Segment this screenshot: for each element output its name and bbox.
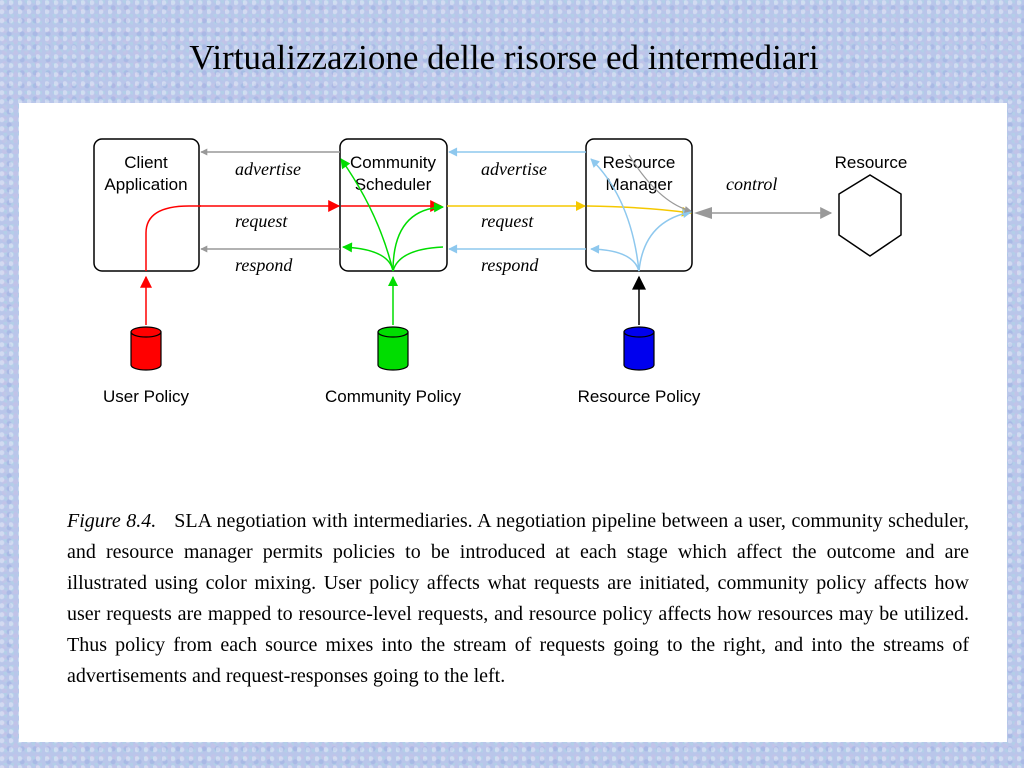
user-policy-cylinder-icon xyxy=(130,326,162,371)
client-label-line2: Application xyxy=(104,175,187,194)
respond-label-right: respond xyxy=(481,255,539,275)
user-policy-label: User Policy xyxy=(103,387,189,406)
user-request-curve xyxy=(145,205,201,271)
blue-to-control xyxy=(638,209,692,272)
blue-to-respond xyxy=(590,244,640,272)
client-label-line1: Client xyxy=(124,153,168,172)
content-panel: Client Application Community Scheduler R… xyxy=(19,103,1007,742)
request-label-left: request xyxy=(235,211,288,231)
control-label: control xyxy=(726,174,777,194)
green-to-advertise xyxy=(340,158,394,272)
resource-policy-label: Resource Policy xyxy=(578,387,701,406)
manager-label-line1: Resource xyxy=(603,153,676,172)
request-label-right: request xyxy=(481,211,534,231)
respond-label-left: respond xyxy=(235,255,293,275)
green-to-respond xyxy=(342,242,394,272)
green-to-respond-right xyxy=(392,246,444,272)
gray-manager-curve xyxy=(628,154,692,213)
community-label-line2: Scheduler xyxy=(355,175,432,194)
advertise-label-left: advertise xyxy=(235,159,301,179)
sla-negotiation-diagram: Client Application Community Scheduler R… xyxy=(93,138,908,406)
slide-title: Virtualizzazione delle risorse ed interm… xyxy=(189,38,819,77)
resource-policy-cylinder-icon xyxy=(623,326,655,371)
figure-number: Figure 8.4. xyxy=(67,510,157,532)
community-policy-cylinder-icon xyxy=(377,326,409,371)
community-label-line1: Community xyxy=(350,153,436,172)
green-to-request xyxy=(392,202,444,272)
figure-caption: Figure 8.4.SLA negotiation with intermed… xyxy=(67,506,969,692)
yellow-into-manager xyxy=(586,205,692,217)
caption-text: SLA negotiation with intermediaries. A n… xyxy=(67,510,969,687)
advertise-label-right: advertise xyxy=(481,159,547,179)
community-policy-label: Community Policy xyxy=(325,387,462,406)
resource-hexagon xyxy=(838,174,902,257)
resource-label: Resource xyxy=(835,153,908,172)
control-arrow-left-head xyxy=(694,207,712,219)
blue-to-advertise xyxy=(590,158,640,272)
